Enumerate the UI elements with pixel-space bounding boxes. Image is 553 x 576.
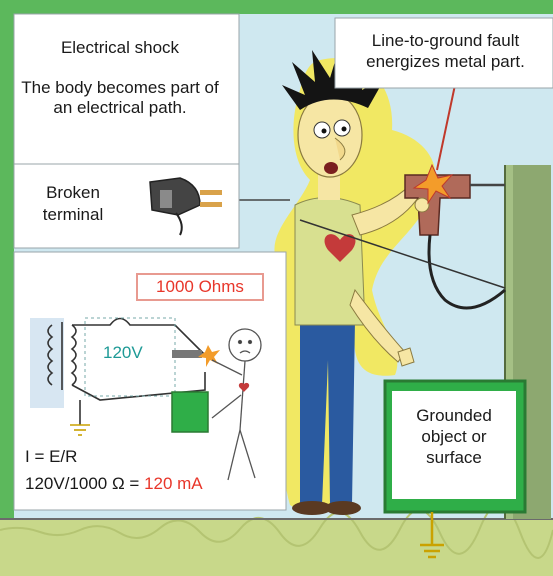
broken-terminal-label: Broken terminal bbox=[42, 183, 104, 224]
description-box bbox=[13, 13, 240, 165]
ground-symbol-icon bbox=[420, 512, 444, 559]
lowered-hand bbox=[397, 347, 415, 367]
grounded-label-panel bbox=[392, 391, 516, 499]
fault-label-box bbox=[334, 17, 553, 89]
transformer-icon bbox=[47, 322, 77, 390]
right-shoe bbox=[325, 501, 361, 515]
heart-icon bbox=[324, 234, 356, 262]
current-path-line bbox=[299, 219, 506, 289]
diagram-title: Electrical shock bbox=[60, 38, 180, 57]
neck bbox=[318, 170, 340, 200]
floor-texture bbox=[0, 503, 553, 559]
transformer-shade bbox=[30, 318, 64, 408]
left-pupil bbox=[321, 128, 327, 134]
voltage-label: 120V bbox=[103, 343, 143, 362]
drill-cord bbox=[427, 234, 506, 310]
diagram-description: The body becomes part of an electrical p… bbox=[21, 78, 219, 117]
calculation-expression: 120V/1000 Ω = bbox=[25, 474, 140, 493]
calculation-result: 120 mA bbox=[144, 474, 203, 493]
current-calculation: 120V/1000 Ω = 120 mA bbox=[25, 474, 203, 494]
drill-icon bbox=[404, 174, 505, 236]
mini-drill bbox=[172, 350, 202, 358]
plug-icon bbox=[149, 177, 222, 236]
jeans bbox=[300, 320, 355, 505]
stick-figure-icon bbox=[211, 328, 262, 481]
wood-post-highlight bbox=[505, 165, 513, 519]
nose bbox=[334, 137, 346, 161]
resistance-label: 1000 Ohms bbox=[136, 273, 264, 301]
fault-pointer bbox=[436, 84, 456, 171]
lowered-arm bbox=[349, 288, 406, 363]
spiky-hair bbox=[282, 45, 385, 110]
grounded-object-label: Grounded object or surface bbox=[416, 406, 492, 467]
ohms-law-formula: I = E/R bbox=[25, 447, 78, 466]
mini-grounded-object bbox=[171, 391, 209, 433]
fault-label: Line-to-ground fault energizes metal par… bbox=[366, 31, 525, 71]
right-pupil bbox=[341, 126, 347, 132]
spark-icon bbox=[412, 163, 454, 205]
mouth bbox=[324, 162, 338, 174]
left-shoe bbox=[292, 501, 332, 515]
circuit-wires bbox=[70, 317, 206, 436]
